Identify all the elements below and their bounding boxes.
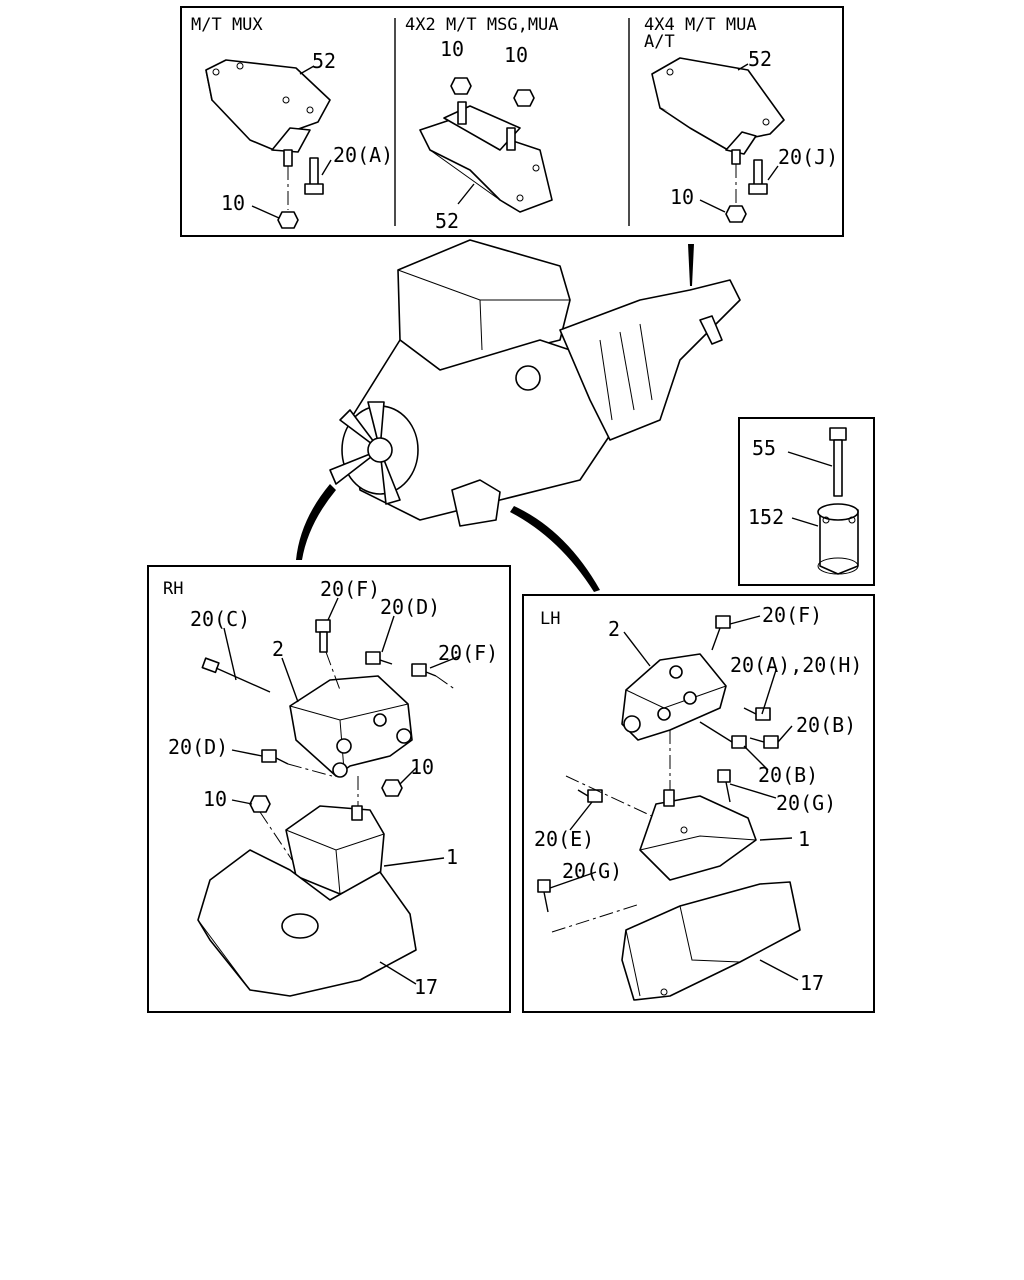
- bracket-52-right: [651, 57, 785, 155]
- header-at: A/T: [644, 32, 675, 52]
- bolt-icon: [699, 721, 747, 749]
- stud-icon: [731, 149, 741, 165]
- callout-20b: 20(B): [758, 763, 818, 787]
- lh-panel-frame: [522, 594, 875, 1013]
- callout-20f: 20(F): [320, 577, 380, 601]
- callout-20a-20h: 20(A),20(H): [730, 653, 862, 677]
- callout-10: 10: [410, 755, 434, 779]
- rh-insulator-1: [285, 805, 385, 895]
- callout-20f: 20(F): [438, 641, 498, 665]
- bolt-inset-panel: 55 152: [738, 417, 875, 586]
- callout-52: 52: [312, 49, 336, 73]
- bolt-icon: [201, 657, 271, 693]
- top-panel-frame: [180, 6, 844, 237]
- lh-mount-panel: LH: [522, 594, 875, 1013]
- callout-10: 10: [504, 43, 528, 67]
- callout-20g: 20(G): [562, 859, 622, 883]
- nut-icon: [513, 89, 535, 107]
- rh-title: RH: [163, 579, 183, 599]
- bolt-55: [829, 427, 847, 497]
- callout-10: 10: [670, 185, 694, 209]
- callout-20j: 20(J): [778, 145, 838, 169]
- callout-2: 2: [608, 617, 620, 641]
- callout-10: 10: [221, 191, 245, 215]
- callout-1: 1: [446, 845, 458, 869]
- nut-icon: [381, 779, 403, 797]
- bolt-icon: [743, 707, 771, 721]
- rh-plate-17: [197, 849, 417, 997]
- callout-52: 52: [748, 47, 772, 71]
- cooling-fan: [329, 401, 419, 505]
- stud-icon: [506, 127, 516, 151]
- bolt-icon: [365, 651, 393, 665]
- bolt-icon: [748, 159, 768, 195]
- bolt-inset-frame: [738, 417, 875, 586]
- oil-cap-icon: [515, 365, 541, 391]
- top-variant-panel: M/T MUX 4X2 M/T MSG,MUA 4X4 M/T MUA A/T …: [180, 6, 844, 237]
- lh-insulator-1: [639, 789, 757, 881]
- bolt-icon: [749, 735, 779, 749]
- bolt-icon: [411, 663, 437, 677]
- callout-20e: 20(E): [534, 827, 594, 851]
- transmission: [559, 279, 741, 441]
- nut-icon: [277, 211, 299, 229]
- callout-20d: 20(D): [380, 595, 440, 619]
- arrow-to-top-panel: [688, 244, 694, 286]
- nut-icon: [249, 795, 271, 813]
- rh-mount-panel: RH: [147, 565, 511, 1013]
- arrow-to-lh: [510, 506, 600, 592]
- callout-1: 1: [798, 827, 810, 851]
- lh-plate-17: [621, 881, 801, 1001]
- callout-20f: 20(F): [762, 603, 822, 627]
- engine-transmission-assembly: [296, 239, 741, 592]
- bracket-52-left: [205, 59, 331, 153]
- header-mt-mux: M/T MUX: [191, 15, 263, 35]
- stud-icon: [283, 149, 293, 167]
- callout-2: 2: [272, 637, 284, 661]
- bolt-icon: [577, 789, 603, 803]
- arrow-to-rh: [296, 484, 336, 560]
- rh-panel-frame: [147, 565, 511, 1013]
- callout-152: 152: [748, 505, 784, 529]
- bolt-icon: [304, 157, 324, 195]
- rh-bracket-2: [289, 675, 413, 778]
- callout-52: 52: [435, 209, 459, 233]
- bracket-52-4x2: [419, 105, 553, 213]
- callout-20c: 20(C): [190, 607, 250, 631]
- lh-bracket-2: [621, 653, 727, 741]
- callout-20d: 20(D): [168, 735, 228, 759]
- header-4x2-mt: 4X2 M/T MSG,MUA: [405, 15, 559, 35]
- bolt-icon: [537, 879, 551, 913]
- header-4x4-mt: 4X4 M/T MUA: [644, 15, 757, 35]
- bolt-icon: [711, 615, 731, 651]
- bolt-icon: [261, 749, 289, 765]
- callout-17: 17: [800, 971, 824, 995]
- nut-icon: [450, 77, 472, 95]
- callout-10: 10: [440, 37, 464, 61]
- nut-icon: [725, 205, 747, 223]
- mount-insulator-152: [817, 503, 859, 575]
- bolt-icon: [717, 769, 731, 803]
- callout-20g: 20(G): [776, 791, 836, 815]
- callout-20b: 20(B): [796, 713, 856, 737]
- mount-location: [451, 479, 501, 527]
- lh-title: LH: [540, 609, 560, 629]
- stud-icon: [457, 101, 467, 125]
- callout-10: 10: [203, 787, 227, 811]
- bolt-icon: [315, 619, 331, 653]
- callout-17: 17: [414, 975, 438, 999]
- callout-20a: 20(A): [333, 143, 393, 167]
- callout-55: 55: [752, 436, 776, 460]
